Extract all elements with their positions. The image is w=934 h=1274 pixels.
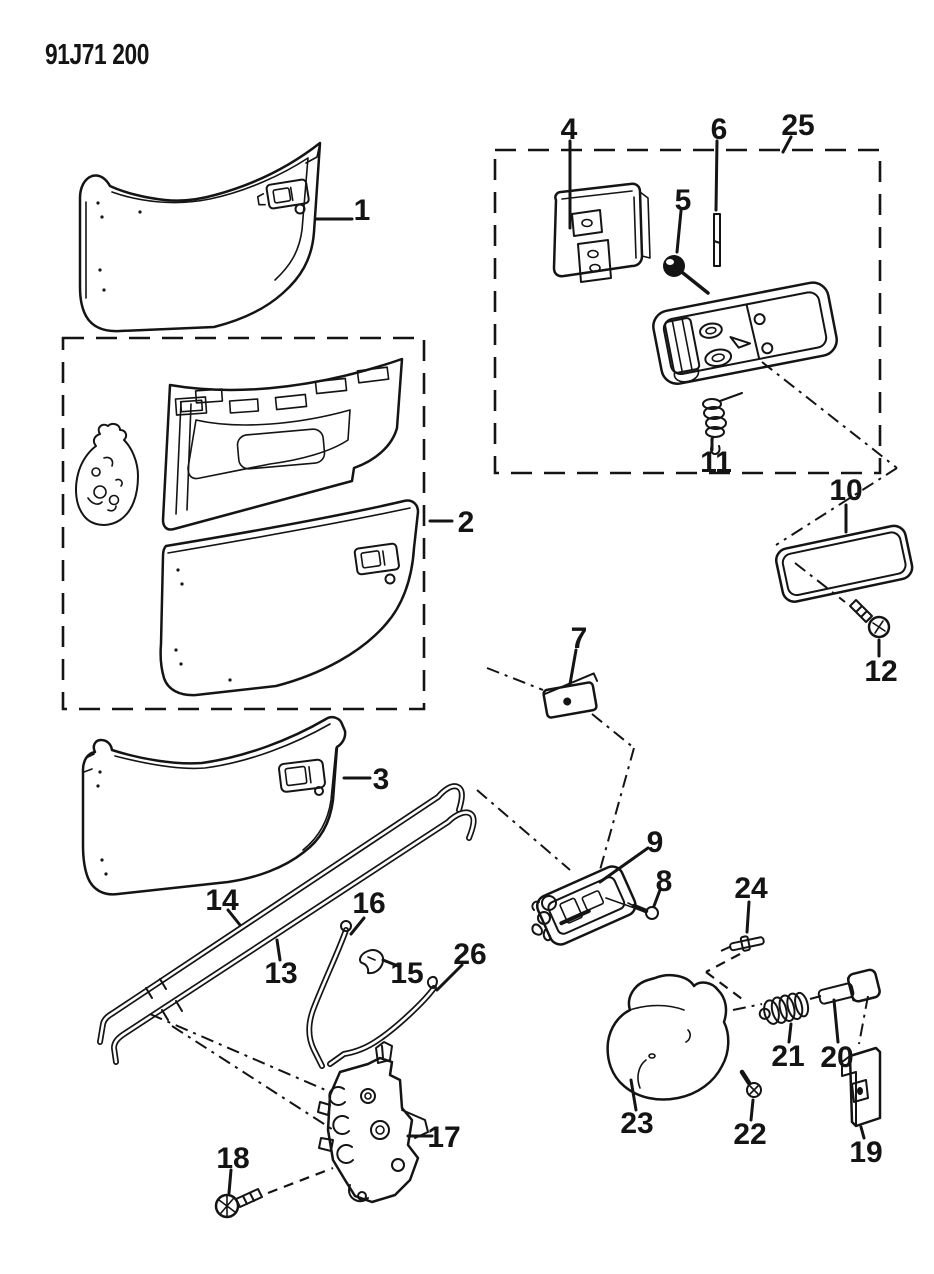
callout-26: 26 bbox=[453, 938, 486, 971]
callout-19: 19 bbox=[849, 1136, 882, 1169]
part-14-rod bbox=[97, 783, 465, 1045]
part-24-pin bbox=[705, 900, 765, 1000]
part-21-spring bbox=[732, 991, 822, 1044]
callout-21: 21 bbox=[771, 1040, 804, 1073]
part-5-grommet bbox=[663, 209, 710, 295]
guide-line bbox=[476, 789, 571, 871]
part-26-rod bbox=[327, 963, 464, 1067]
fastener-bag bbox=[75, 422, 139, 526]
callout-8: 8 bbox=[656, 865, 673, 898]
callout-22: 22 bbox=[733, 1118, 766, 1151]
part-17-door-latch bbox=[317, 1041, 434, 1204]
part-20-lock-cylinder bbox=[817, 968, 881, 1044]
callout-15: 15 bbox=[390, 957, 423, 990]
callout-11: 11 bbox=[700, 446, 732, 479]
part-22-screw bbox=[739, 1069, 762, 1122]
callout-25: 25 bbox=[781, 109, 814, 142]
part-12-screw bbox=[849, 599, 891, 658]
callout-4: 4 bbox=[561, 113, 578, 146]
callout-3: 3 bbox=[373, 763, 390, 796]
callout-23: 23 bbox=[620, 1107, 653, 1140]
callout-18: 18 bbox=[216, 1142, 249, 1175]
callout-5: 5 bbox=[675, 184, 692, 217]
callout-10: 10 bbox=[829, 474, 862, 507]
part-9-inside-handle bbox=[531, 846, 650, 946]
part-1-door-shell bbox=[78, 141, 354, 333]
part-19-striker bbox=[841, 995, 882, 1140]
callout-14: 14 bbox=[205, 884, 239, 917]
callout-13: 13 bbox=[264, 957, 297, 990]
callout-24: 24 bbox=[734, 872, 768, 905]
guide-line bbox=[149, 1013, 339, 1134]
door-trim-panel bbox=[161, 357, 404, 531]
part-11-spring bbox=[702, 392, 743, 455]
part-10-gasket bbox=[774, 467, 914, 603]
part-18-screw bbox=[214, 1166, 334, 1219]
part-7-clip bbox=[486, 648, 635, 871]
part-2-trim-panel-kit bbox=[61, 336, 454, 711]
part-16-lock-rod bbox=[306, 916, 366, 1069]
part-23-boot bbox=[606, 974, 730, 1112]
part-4-mounting-bracket bbox=[552, 139, 651, 283]
door-panel-cover bbox=[159, 499, 420, 697]
callout-1: 1 bbox=[354, 194, 371, 227]
figure-code: 91J71 200 bbox=[45, 39, 149, 71]
callout-6: 6 bbox=[711, 113, 728, 146]
callout-2: 2 bbox=[458, 506, 475, 539]
part-6-hinge-pin bbox=[713, 139, 721, 267]
part-15-clip bbox=[359, 949, 400, 975]
callout-16: 16 bbox=[352, 887, 385, 920]
part-3-door-shell bbox=[81, 715, 372, 896]
callout-7: 7 bbox=[571, 622, 588, 655]
part-8-screw bbox=[627, 888, 662, 920]
part-13-rod bbox=[111, 809, 477, 1065]
callout-17: 17 bbox=[427, 1121, 460, 1154]
callout-12: 12 bbox=[864, 655, 897, 688]
callout-9: 9 bbox=[647, 826, 664, 859]
part-25-handle-assembly-box bbox=[493, 135, 898, 475]
outside-door-handle bbox=[652, 281, 838, 385]
